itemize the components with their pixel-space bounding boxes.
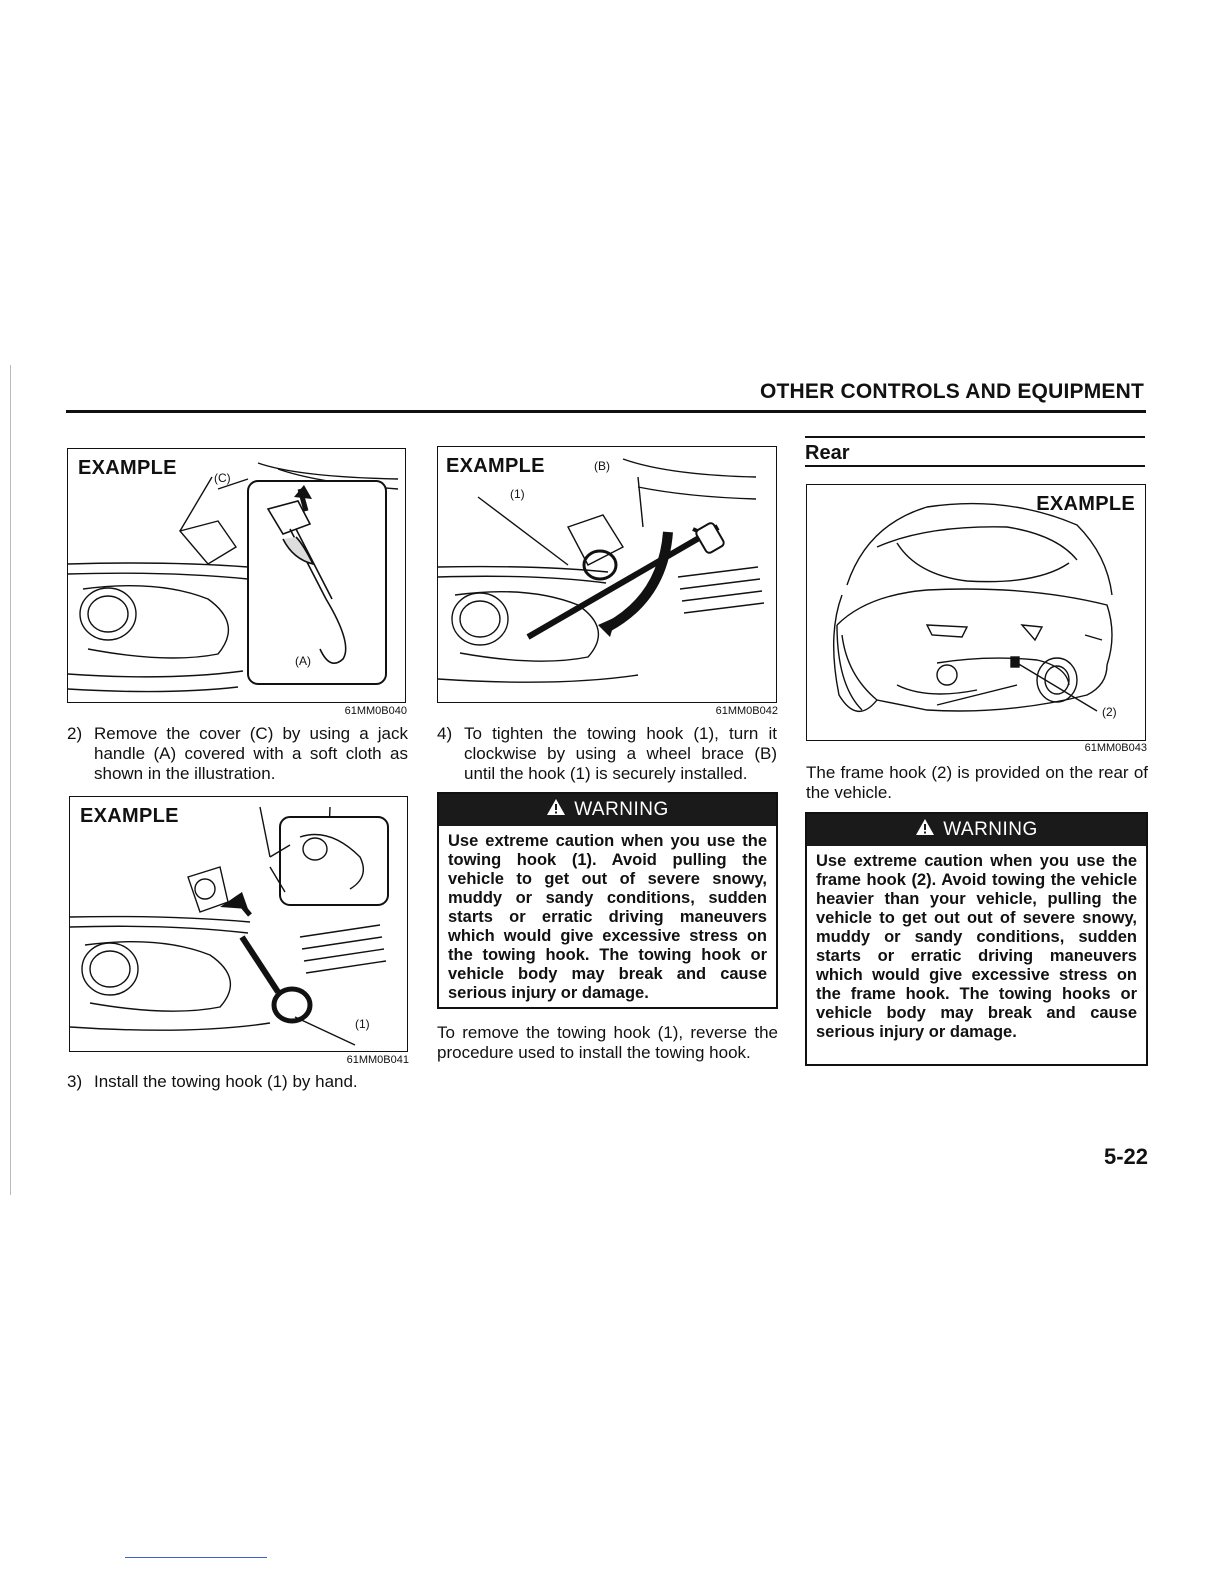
section-title-rear: Rear — [805, 442, 850, 464]
callout-1: (1) — [355, 1017, 370, 1031]
callout-2: (2) — [1102, 705, 1117, 719]
page-edge-line — [10, 365, 11, 1195]
figure-example-label: EXAMPLE — [446, 455, 545, 477]
warning-body: Use extreme caution when you use the tow… — [448, 832, 767, 1002]
hook-install-illustration — [70, 806, 389, 1046]
hook-tighten-illustration — [438, 458, 765, 683]
step-4: 4) To tighten the towing hook (1), turn … — [437, 724, 777, 784]
bottom-decorative-line — [125, 1557, 267, 1558]
step-number: 2) — [67, 724, 83, 743]
warning-title: WARNING — [943, 819, 1038, 840]
warning-header: WARNING — [807, 814, 1146, 846]
warning-title: WARNING — [574, 799, 669, 820]
figure-code: 61MM0B043 — [1084, 742, 1147, 754]
figure-hook-install: EXAMPLE (1) 61MM0B041 — [69, 796, 409, 1066]
figure-code: 61MM0B040 — [344, 705, 407, 717]
step-number: 3) — [67, 1072, 83, 1091]
callout-a: (A) — [295, 654, 311, 668]
figure-code: 61MM0B042 — [715, 705, 778, 717]
callout-b: (B) — [594, 459, 610, 473]
warning-body: Use extreme caution when you use the fra… — [816, 852, 1137, 1041]
cover-removal-illustration — [68, 462, 399, 693]
figure-code: 61MM0B041 — [346, 1054, 409, 1066]
step-text: To tighten the towing hook (1), turn it … — [464, 724, 777, 783]
section-rule-bottom — [805, 465, 1145, 467]
step-2: 2) Remove the cover (C) by using a jack … — [67, 724, 408, 784]
figure-example-label: EXAMPLE — [78, 457, 177, 479]
section-rule-top — [805, 436, 1145, 438]
warning-box-towing-hook: WARNING Use extreme caution when you use… — [437, 792, 778, 1009]
callout-c: (C) — [214, 471, 231, 485]
header-rule — [66, 410, 1146, 413]
remove-hook-paragraph: To remove the towing hook (1), reverse t… — [437, 1023, 778, 1062]
step-number: 4) — [437, 724, 453, 743]
frame-hook-paragraph: The frame hook (2) is provided on the re… — [806, 763, 1148, 802]
step-3: 3) Install the towing hook (1) by hand. — [67, 1072, 408, 1092]
warning-triangle-icon — [546, 798, 566, 822]
step-text: Install the towing hook (1) by hand. — [94, 1072, 358, 1091]
page-number: 5-22 — [1103, 1144, 1148, 1169]
step-text: Remove the cover (C) by using a jack han… — [94, 724, 408, 783]
rear-vehicle-illustration — [832, 502, 1113, 712]
warning-triangle-icon — [915, 818, 935, 842]
warning-header: WARNING — [439, 794, 776, 826]
figure-example-label: EXAMPLE — [1036, 493, 1135, 515]
figure-cover-removal: EXAMPLE (C) (A) 61MM0B040 — [67, 448, 407, 717]
callout-1: (1) — [510, 487, 525, 501]
figure-example-label: EXAMPLE — [80, 805, 179, 827]
figure-rear-frame-hook: EXAMPLE (2) 61MM0B043 — [806, 484, 1147, 754]
warning-box-frame-hook: WARNING Use extreme caution when you use… — [805, 812, 1148, 1066]
figure-hook-tighten: EXAMPLE (B) (1) 61MM0B042 — [437, 446, 778, 717]
section-header-title: OTHER CONTROLS AND EQUIPMENT — [760, 380, 1144, 403]
